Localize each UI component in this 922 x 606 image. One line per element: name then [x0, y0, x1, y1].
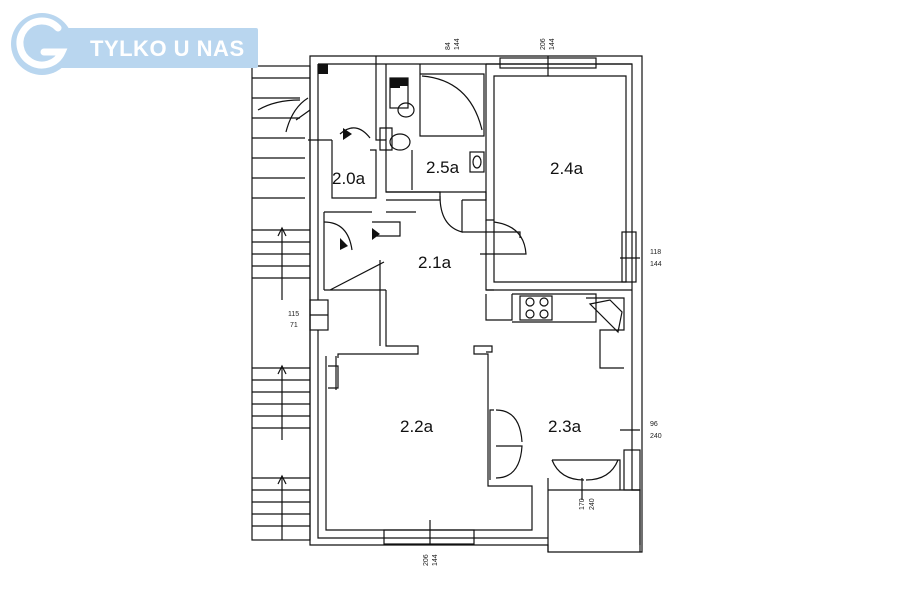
dimension-labels: 84 144 206 144 118 144 115 71 96 240 170…	[288, 38, 662, 566]
dim-bath-window-bottom: 144	[454, 38, 461, 50]
promo-badge: TYLKO U NAS	[6, 10, 258, 78]
room-label-2-3a: 2.3a	[548, 417, 582, 436]
dim-room24-window-bottom: 144	[549, 38, 556, 50]
dim-balcony-door-bottom: 240	[589, 498, 596, 510]
dim-room24-window-top: 206	[540, 38, 547, 50]
room-label-2-1a: 2.1a	[418, 253, 452, 272]
dim-room24-side-bottom: 144	[650, 261, 662, 268]
dim-room23-side-top: 96	[650, 421, 658, 428]
hall-walls	[308, 127, 527, 358]
badge-bar	[54, 28, 258, 68]
kitchen-counter	[485, 293, 625, 369]
dim-room24-side-top: 118	[650, 249, 661, 256]
dim-room23-side-bottom: 240	[650, 433, 662, 440]
room-label-2-4a: 2.4a	[550, 159, 584, 178]
dim-bath-window-top: 84	[445, 42, 452, 50]
dim-balcony-door-top: 170	[579, 498, 586, 510]
room-2-4a-walls	[485, 56, 640, 291]
dim-stair-window-top: 115	[288, 311, 299, 318]
living-walls	[309, 299, 641, 552]
room-label-2-5a: 2.5a	[426, 158, 460, 177]
dim-room22-window-bottom: 144	[432, 554, 439, 566]
outer-wall-inner-left	[317, 64, 548, 539]
spiral-stair	[285, 97, 311, 133]
room-label-2-0a: 2.0a	[332, 169, 366, 188]
dim-stair-window-bottom: 71	[290, 322, 298, 329]
logo-icon	[11, 13, 73, 75]
external-stairs	[251, 65, 311, 541]
room-label-2-2a: 2.2a	[400, 417, 434, 436]
wall-fills	[318, 64, 408, 250]
badge-text: TYLKO U NAS	[90, 36, 245, 61]
dim-room22-window-top: 206	[423, 554, 430, 566]
